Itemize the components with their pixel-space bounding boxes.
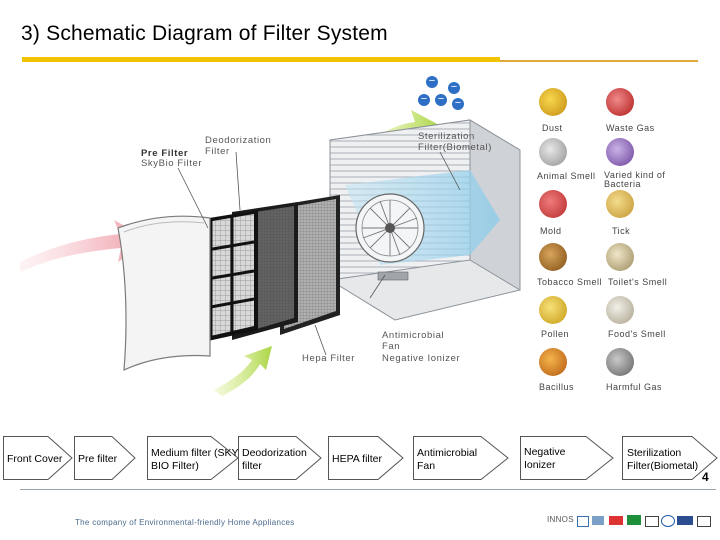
ion-symbol: − (452, 98, 464, 110)
contaminant-icon (539, 88, 567, 116)
contaminant-label: Bacillus (539, 382, 575, 392)
ion-symbol: − (448, 82, 460, 94)
ion-symbol: − (418, 94, 430, 106)
flow-step-negative-ionizer: Negative Ionizer (524, 446, 566, 471)
flow-step-arrow (147, 436, 239, 480)
cert-icon (661, 515, 675, 527)
outflow-airflow-arrow (214, 346, 272, 396)
contaminant-icon (606, 243, 634, 271)
flow-step-antimicrobial-fan: Antimicrobial Fan (417, 447, 478, 472)
contaminant-label: Food's Smell (608, 329, 666, 339)
contaminant-label: Pollen (541, 329, 570, 339)
flow-step-arrow (328, 436, 404, 480)
cert-icon (697, 516, 711, 527)
contaminant-icon (539, 348, 567, 376)
label-negative-ionizer: Negative Ionizer (382, 353, 461, 364)
label-pre-filter: Pre Filter (141, 148, 189, 159)
cert-icon (577, 516, 589, 527)
certification-logos: INNOS (547, 514, 717, 528)
cert-icon (609, 516, 623, 525)
flow-step-sterilization-filter: Sterilization Filter(Biometal) (627, 447, 699, 472)
page-title: 3) Schematic Diagram of Filter System (21, 22, 388, 45)
negative-ion-cluster: − − − − − (418, 76, 466, 110)
footer-divider (20, 489, 716, 490)
flow-step-arrow (413, 436, 509, 480)
flow-step-arrow (520, 436, 614, 480)
flow-step-arrow (74, 436, 136, 480)
contaminant-icon (539, 138, 567, 166)
cert-icon (645, 516, 659, 527)
flow-step-pre-filter: Pre filter (78, 453, 118, 465)
title-underline-line (500, 60, 698, 62)
contaminant-label: Toilet's Smell (608, 277, 668, 287)
flow-step-arrow (3, 436, 73, 480)
contaminant-label: Dust (542, 123, 563, 133)
contaminant-panel: Dust Waste Gas Animal Smell Varied kind … (528, 78, 698, 398)
contaminant-label: Varied kind of Bacteria (604, 170, 666, 189)
contaminant-icon (606, 190, 634, 218)
cert-icon (677, 516, 693, 525)
filter-schematic (20, 110, 521, 396)
cert-icon (627, 515, 641, 525)
contaminant-label: Animal Smell (537, 171, 596, 181)
contaminant-label: Waste Gas (606, 123, 655, 133)
purifier-housing (329, 119, 521, 321)
contaminant-label: Harmful Gas (606, 382, 663, 392)
flow-step-hepa-filter: HEPA filter (332, 453, 382, 465)
label-skybio-filter: SkyBio Filter (141, 158, 203, 169)
label-hepa-filter: Hepa Filter (302, 353, 356, 364)
contaminant-icon (539, 190, 567, 218)
flow-step-arrow (238, 436, 322, 480)
flow-step-front-cover: Front Cover (7, 453, 63, 465)
contaminant-icon (606, 348, 634, 376)
label-sterilization-filter: Sterilization Filter(Biometal) (418, 131, 492, 153)
ion-symbol: − (435, 94, 447, 106)
contaminant-icon (539, 243, 567, 271)
title-underline-bar (22, 57, 500, 62)
contaminant-label: Tobacco Smell (537, 277, 603, 287)
label-antimicrobial-fan: Antimicrobial Fan (382, 330, 445, 352)
intake-airflow-arrow (20, 220, 150, 272)
label-deodorization-filter: Deodorization Filter (205, 135, 272, 157)
flow-step-deodorization-filter: Deodorization filter (242, 447, 307, 472)
contaminant-icon (606, 296, 634, 324)
flow-step-arrow (622, 436, 718, 480)
page-number: 4 (702, 470, 709, 484)
flow-step-medium-filter: Medium filter (SKY BIO Filter) (151, 447, 239, 472)
ion-symbol: − (426, 76, 438, 88)
contaminant-label: Tick (612, 226, 631, 236)
footer-company-tagline: The company of Environmental-friendly Ho… (75, 518, 295, 527)
contaminant-icon (606, 138, 634, 166)
contaminant-icon (606, 88, 634, 116)
front-cover-panel (117, 215, 211, 371)
cert-icon (592, 516, 604, 525)
contaminant-icon (539, 296, 567, 324)
brand-logo: INNOS (547, 515, 574, 524)
contaminant-label: Mold (540, 226, 562, 236)
